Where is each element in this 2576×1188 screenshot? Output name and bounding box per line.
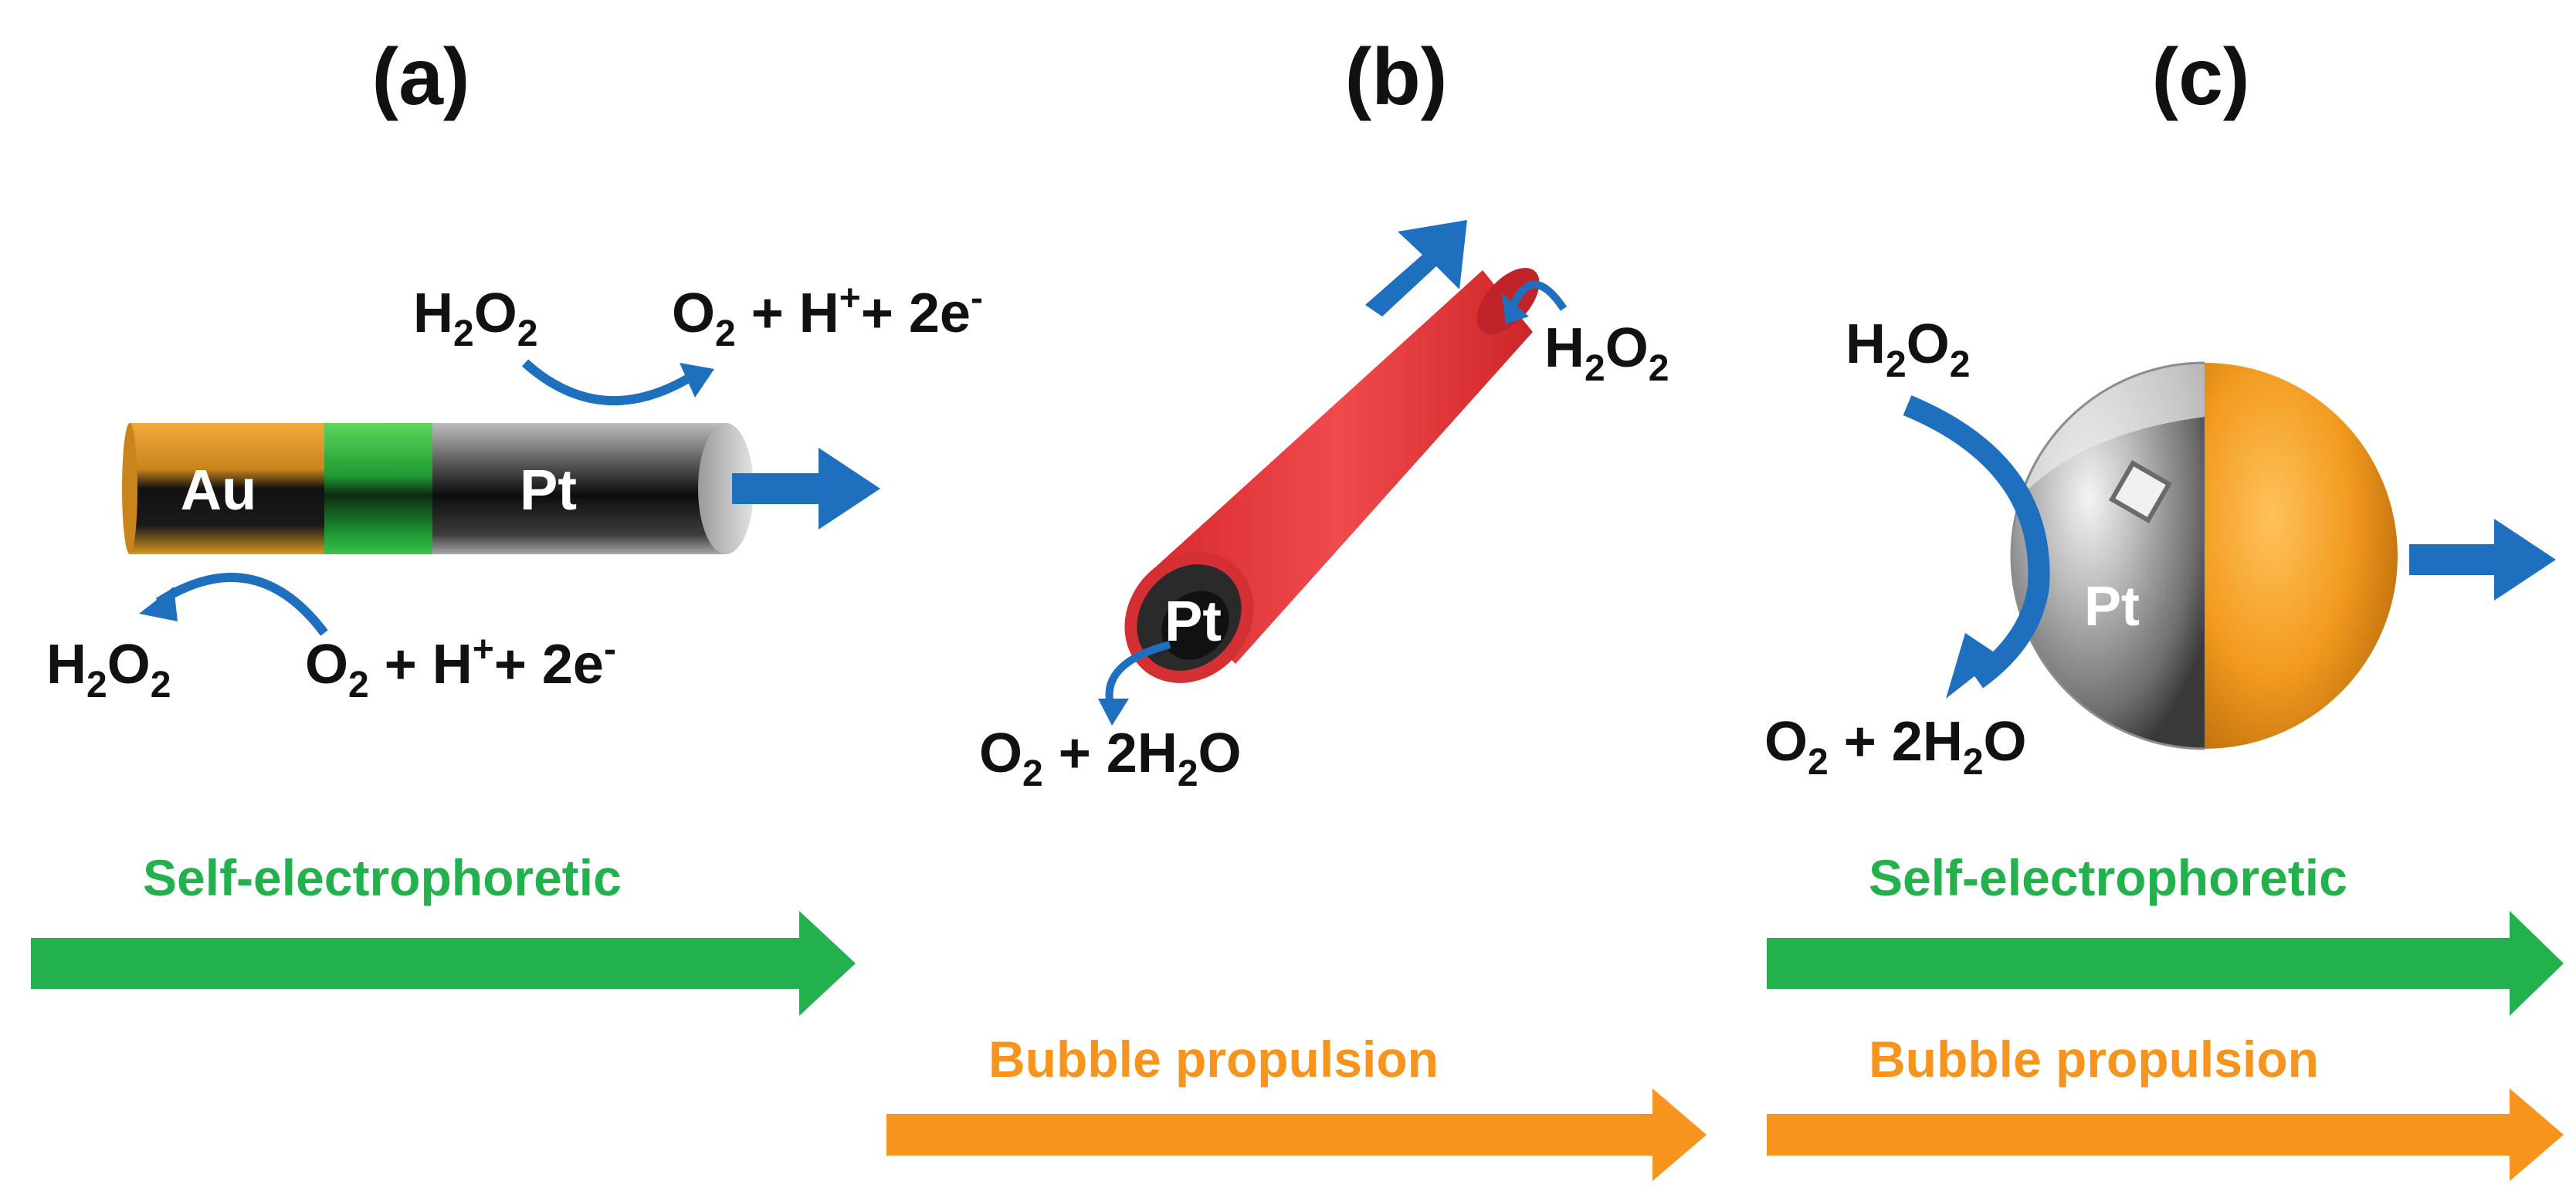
mechanism-c-orange-label: Bubble propulsion — [1869, 1031, 2319, 1088]
mechanism-b-label: Bubble propulsion — [988, 1031, 1439, 1088]
panel-label-c: (c) — [2151, 32, 2249, 122]
au-segment — [130, 423, 338, 554]
bottom-reaction-arrowhead — [139, 587, 178, 621]
au-pt-nanorod: Au Pt — [122, 423, 754, 554]
panel-label-b: (b) — [1345, 32, 1448, 122]
panel-b: Pt H2O2 O2 + 2H2O — [979, 220, 1669, 794]
tube-reactant-h2o2: H2O2 — [1544, 317, 1669, 389]
pt-segment — [432, 423, 726, 554]
top-reaction-arrow — [521, 359, 698, 406]
sphere-highlight — [2023, 363, 2205, 494]
top-reaction-arrowhead — [680, 363, 714, 398]
au-end — [122, 423, 137, 554]
au-label: Au — [181, 458, 257, 522]
motion-arrow-c — [2409, 519, 2556, 601]
bottom-product: O2 + H++ 2e- — [305, 629, 616, 706]
sphere-reflection-window — [2109, 460, 2172, 523]
motion-arrow-b — [1365, 220, 1467, 316]
panel-label-a: (a) — [371, 32, 469, 122]
sphere-cap-half — [2205, 363, 2398, 749]
panel-c: H2O2 Pt O2 + 2H2O — [1764, 313, 2556, 783]
sphere-edge — [2010, 361, 2205, 750]
tube-body — [1147, 270, 1533, 664]
sphere-product: O2 + 2H2O — [1764, 711, 2027, 783]
tube-inner-pt — [1161, 591, 1229, 660]
tube-out-arrowhead — [1098, 699, 1129, 726]
tube-in-arrowhead — [1502, 293, 1529, 324]
tube-in-arrow — [1510, 280, 1568, 311]
sphere-reaction-arrow — [1903, 395, 2050, 689]
sphere-pt-label: Pt — [2084, 576, 2140, 638]
mechanism-c-green-arrow — [1767, 911, 2564, 1016]
janus-sphere: Pt — [2010, 361, 2398, 750]
mechanism-a-arrow — [31, 911, 856, 1016]
pt-label: Pt — [520, 458, 577, 522]
mechanism-a-label: Self-electrophoretic — [143, 849, 622, 906]
mechanism-b: Bubble propulsion — [886, 1031, 1707, 1181]
mechanism-b-arrow — [886, 1088, 1707, 1181]
top-reactant-h2o2: H2O2 — [413, 283, 537, 354]
linker-segment — [324, 423, 444, 554]
tube-pt-label: Pt — [1164, 589, 1222, 653]
motion-arrow-a — [732, 448, 880, 530]
panel-a: Au Pt H2O2 O2 + H++ 2e- H2O2 O2 + H++ 2e… — [46, 278, 983, 706]
pt-end-cap — [698, 423, 754, 554]
top-product: O2 + H++ 2e- — [672, 278, 983, 354]
bottom-reactant-h2o2: H2O2 — [46, 634, 171, 706]
mechanism-a: Self-electrophoretic — [31, 849, 856, 1016]
sphere-reaction-arrowhead — [1946, 633, 2000, 699]
tube-product: O2 + 2H2O — [979, 723, 1242, 794]
sphere-reactant-h2o2: H2O2 — [1846, 313, 1970, 385]
mechanism-c-orange-arrow — [1767, 1088, 2564, 1181]
pt-microtube: Pt — [1124, 268, 1540, 683]
mechanism-c-green-label: Self-electrophoretic — [1869, 849, 2347, 906]
bottom-reaction-arrow — [155, 573, 328, 636]
mechanism-c: Self-electrophoretic Bubble propulsion — [1767, 849, 2564, 1181]
